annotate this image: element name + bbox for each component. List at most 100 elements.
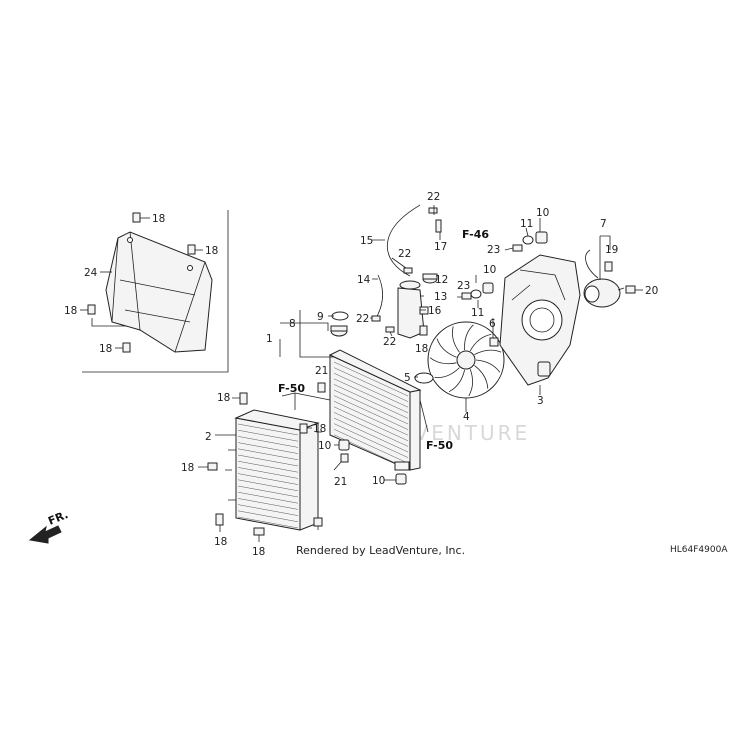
callout-6[interactable]: 6: [489, 318, 496, 330]
bushing-10-radiator-bottom[interactable]: [338, 439, 350, 451]
fan-clamp-5[interactable]: [414, 372, 434, 384]
radiator-shroud[interactable]: [105, 231, 213, 353]
radiator-fin: [333, 389, 409, 425]
bolt-16[interactable]: [419, 306, 429, 315]
callout-22-left[interactable]: 22: [356, 313, 369, 325]
callout-13[interactable]: 13: [434, 291, 447, 303]
radiator-fin: [333, 372, 409, 408]
callout-23-lower[interactable]: 23: [457, 280, 470, 292]
radiator-fin: [333, 423, 409, 458]
callout-3[interactable]: 3: [537, 395, 544, 407]
ref-f50-left[interactable]: F-50: [278, 382, 305, 395]
overflow-hose[interactable]: [386, 204, 421, 277]
reservoir-tank[interactable]: [397, 280, 425, 339]
callout-4[interactable]: 4: [463, 411, 470, 423]
clip-22-mid[interactable]: [403, 267, 413, 274]
fan-shroud[interactable]: [499, 254, 581, 386]
main-radiator[interactable]: [328, 349, 422, 471]
bolt-shroud-left[interactable]: [80, 304, 96, 315]
bolt-18-reservoir[interactable]: [419, 325, 428, 336]
callout-18-cooler-left[interactable]: 18: [181, 462, 194, 474]
radiator-fin: [333, 367, 409, 402]
clip-22-bottom[interactable]: [385, 326, 395, 333]
nut-10-upper[interactable]: [535, 231, 548, 244]
washer-11-lower[interactable]: [470, 289, 482, 299]
callout-17[interactable]: 17: [434, 241, 447, 253]
bolt-18-cooler-side[interactable]: [313, 517, 323, 527]
callout-18-shroud-bottom[interactable]: 18: [99, 343, 112, 355]
bolt-shroud-bottom[interactable]: [115, 342, 131, 353]
cooler-fin: [237, 423, 299, 436]
callout-12[interactable]: 12: [435, 274, 448, 286]
callout-10-upper[interactable]: 10: [536, 207, 549, 219]
callout-18-cooler-bottom[interactable]: 18: [214, 536, 227, 548]
callout-18-shroud-left[interactable]: 18: [64, 305, 77, 317]
callout-7[interactable]: 7: [600, 218, 607, 230]
radiator-cap-seal[interactable]: [331, 311, 349, 321]
fan-motor[interactable]: [583, 249, 625, 308]
callout-18-shroud-top[interactable]: 18: [152, 213, 165, 225]
bushing-21-bottom[interactable]: [340, 453, 349, 463]
callout-18-cooler-right[interactable]: 18: [313, 423, 326, 435]
callout-10-radiator[interactable]: 10: [318, 440, 331, 452]
ref-f46[interactable]: F-46: [462, 228, 489, 241]
callout-19[interactable]: 19: [605, 244, 618, 256]
bolt-18-cooler-top[interactable]: [239, 392, 248, 405]
clip-22-left[interactable]: [371, 315, 381, 322]
callout-10-bottom[interactable]: 10: [372, 475, 385, 487]
bolt-18-cooler-left[interactable]: [207, 462, 218, 471]
bolt-18-cooler-lower[interactable]: [253, 527, 265, 536]
callout-5[interactable]: 5: [404, 372, 411, 384]
callout-18-cooler-top[interactable]: 18: [217, 392, 230, 404]
washer-11-upper[interactable]: [522, 235, 534, 245]
callout-18-shroud-right[interactable]: 18: [205, 245, 218, 257]
bolt-shroud-top[interactable]: [132, 212, 150, 223]
siphon-hose[interactable]: [374, 274, 383, 321]
callout-20[interactable]: 20: [645, 285, 658, 297]
callout-18-cooler-lower[interactable]: 18: [252, 546, 265, 558]
callout-16[interactable]: 16: [428, 305, 442, 317]
callout-9[interactable]: 9: [317, 311, 324, 323]
bolt-20[interactable]: [625, 285, 636, 294]
callout-14[interactable]: 14: [357, 274, 371, 286]
cooler-fin: [237, 479, 299, 492]
fan-blade: [464, 324, 474, 351]
callout-11-upper[interactable]: 11: [520, 218, 533, 230]
bushing-10-radiator-side[interactable]: [395, 473, 407, 485]
callout-11-lower[interactable]: 11: [471, 307, 484, 319]
bolt-18-cooler-bottom[interactable]: [215, 513, 224, 526]
bolt-23-upper[interactable]: [512, 244, 523, 252]
bolt-19[interactable]: [604, 261, 613, 272]
callout-1[interactable]: 1: [266, 333, 273, 345]
radiator-fin: [333, 384, 409, 419]
radiator-fin: [333, 406, 409, 442]
cooler-fin: [237, 429, 299, 442]
leader-lines: [198, 205, 643, 542]
radiator-fin: [333, 361, 409, 397]
callout-22-top[interactable]: 22: [427, 191, 440, 203]
nut-10-lower[interactable]: [482, 282, 494, 294]
callout-18-reservoir[interactable]: 18: [415, 343, 428, 355]
callout-10-mid[interactable]: 10: [483, 264, 496, 276]
cooler-fin: [237, 454, 299, 467]
callout-15[interactable]: 15: [360, 235, 373, 247]
callout-23-upper[interactable]: 23: [487, 244, 500, 256]
nut-6[interactable]: [489, 337, 499, 347]
radiator-cap[interactable]: [330, 325, 348, 337]
ref-f50-right[interactable]: F-50: [426, 439, 453, 452]
bolt-23-lower[interactable]: [461, 292, 472, 300]
callout-2[interactable]: 2: [205, 431, 212, 443]
bolt-17[interactable]: [435, 219, 442, 233]
callout-22-mid[interactable]: 22: [398, 248, 411, 260]
callout-22-bottom[interactable]: 22: [383, 336, 396, 348]
oil-cooler[interactable]: [225, 409, 320, 531]
clip-22-top[interactable]: [428, 207, 438, 214]
callout-8[interactable]: 8: [289, 318, 296, 330]
callout-21-bottom[interactable]: 21: [334, 476, 347, 488]
callout-21-top[interactable]: 21: [315, 365, 328, 377]
bolt-shroud-right[interactable]: [187, 244, 203, 255]
bolt-18-cooler-right[interactable]: [299, 423, 308, 434]
bushing-21-top[interactable]: [317, 382, 326, 393]
callout-24[interactable]: 24: [84, 267, 98, 279]
